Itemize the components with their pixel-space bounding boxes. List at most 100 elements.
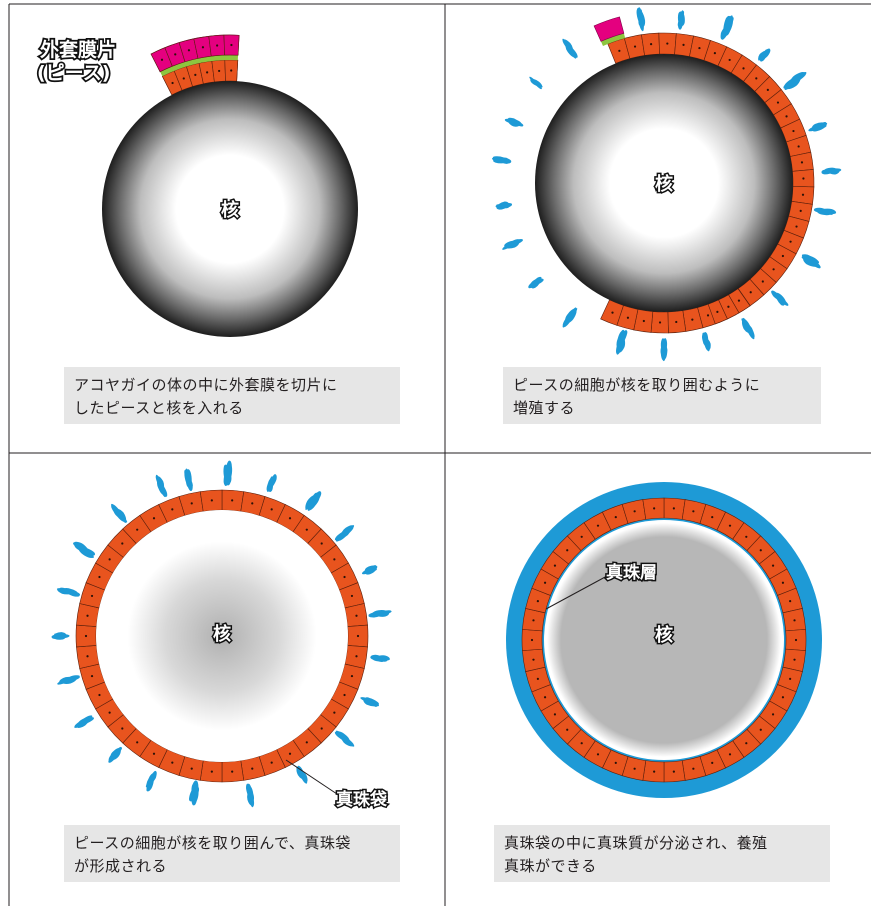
cell-nucleus-dot: [553, 713, 557, 716]
cell-nucleus-dot: [675, 320, 678, 324]
cell-nucleus-dot: [682, 43, 685, 46]
caption-panel-1: アコヤガイの体の中に外套膜を切片に したピースと核を入れる: [64, 367, 400, 424]
piece-layers: [150, 34, 240, 96]
cell-fragment: [677, 10, 685, 30]
cell-nucleus-dot: [356, 634, 360, 638]
cell-nucleus-dot: [210, 770, 213, 773]
cell-fragment: [305, 491, 322, 511]
cell-fragment: [57, 675, 80, 685]
cell-nucleus-dot: [288, 517, 292, 520]
cell-nucleus-dot: [789, 599, 792, 603]
cell-nucleus-dot: [626, 316, 630, 319]
cell-fragment: [111, 503, 128, 523]
cell-nucleus-dot: [174, 53, 177, 56]
cell-fragment: [529, 76, 543, 90]
cell-fragment: [504, 117, 524, 127]
cell-nucleus-dot: [350, 594, 354, 598]
cell-fragment: [368, 609, 392, 618]
cell-fragment: [615, 329, 628, 355]
caption-line: アコヤガイの体の中に外套膜を切片に: [74, 376, 338, 394]
cell-nucleus-dot: [210, 499, 213, 502]
cell-fragment: [51, 632, 70, 640]
cell-fragment: [502, 238, 523, 250]
cell-nucleus-dot: [745, 535, 748, 538]
panel-1: 核 外套膜片 (ピース): [35, 34, 358, 337]
cell-nucleus-dot: [596, 524, 600, 527]
panel-2: 核: [492, 7, 842, 362]
cell-nucleus-dot: [776, 101, 780, 104]
cell-nucleus-dot: [121, 542, 124, 545]
cell-fragment: [188, 780, 200, 806]
cell-nucleus-dot: [781, 254, 784, 258]
cell-fragment: [360, 697, 379, 707]
cell-nucleus-dot: [553, 564, 557, 567]
cell-nucleus-dot: [800, 161, 804, 164]
caption-line: が形成される: [74, 857, 168, 875]
cell-layer: [600, 32, 815, 334]
cell-layer: [75, 489, 369, 783]
cell-fragment: [758, 48, 771, 62]
cell-nucleus-dot: [532, 619, 535, 622]
nacre-leader: [545, 575, 608, 610]
cell-nucleus-dot: [698, 46, 701, 50]
cell-nucleus-dot: [759, 549, 762, 552]
cell-nucleus-dot: [206, 71, 209, 74]
cell-nucleus-dot: [98, 575, 101, 579]
piece-inner-band: [160, 55, 239, 77]
cell-nucleus-dot: [797, 145, 800, 148]
cell-nucleus-dot: [611, 311, 614, 314]
cell-nucleus-dot: [231, 770, 234, 773]
cell-nucleus-dot: [759, 728, 762, 731]
cell-nucleus-dot: [713, 52, 716, 55]
cell-nucleus-dot: [194, 73, 197, 77]
nucleus-label: 核: [655, 173, 673, 195]
cell-nucleus-dot: [781, 696, 785, 699]
panel-3: 核 真珠袋: [51, 460, 392, 812]
cell-nucleus-dot: [160, 58, 164, 61]
cell-nucleus-dot: [789, 677, 792, 681]
cell-nucleus-dot: [230, 43, 233, 47]
cell-nucleus-dot: [171, 508, 174, 511]
cell-fragment: [73, 541, 96, 558]
caption-line: 真珠袋の中に真珠質が分泌され、養殖: [504, 834, 768, 852]
nucleus: [102, 81, 358, 337]
cell-nucleus-dot: [333, 558, 336, 561]
cell-nucleus-dot: [251, 502, 254, 505]
cell-nucleus-dot: [216, 44, 219, 47]
cell-nucleus-dot: [580, 535, 583, 538]
cell-nucleus-dot: [771, 713, 775, 716]
cell-nucleus-dot: [171, 761, 174, 764]
cell-nucleus-dot: [653, 770, 656, 773]
cell-nucleus-dot: [793, 619, 796, 622]
cell-nucleus-dot: [98, 693, 101, 697]
cell-nucleus-dot: [771, 564, 775, 567]
pearl-sac-leader: [285, 759, 341, 797]
nucleus-label: 核: [655, 624, 673, 646]
cell-nucleus-dot: [270, 761, 273, 764]
cell-nucleus-dot: [642, 319, 645, 323]
cell-nucleus-dot: [343, 693, 346, 697]
cell-nucleus-dot: [781, 581, 785, 584]
cell-nucleus-dot: [672, 507, 675, 510]
cell-nucleus-dot: [761, 280, 764, 283]
caption-line: したピースと核を入れる: [74, 399, 244, 417]
cell-nucleus-dot: [532, 658, 535, 661]
cell-nucleus-dot: [343, 575, 346, 579]
cell-nucleus-dot: [737, 299, 741, 302]
cell-fragment: [334, 525, 355, 542]
cell-nucleus-dot: [728, 524, 732, 527]
cell-nucleus-dot: [536, 677, 539, 681]
cell-nucleus-dot: [230, 69, 233, 72]
nucleus-label: 核: [221, 199, 239, 221]
cell-nucleus-dot: [136, 741, 139, 744]
cell-fragment: [361, 565, 378, 575]
cell-nucleus-dot: [649, 42, 653, 46]
caption-line: 増殖する: [513, 399, 576, 417]
cell-nucleus-dot: [320, 542, 323, 545]
cell-nucleus-dot: [793, 658, 796, 661]
cell-fragment: [74, 715, 95, 729]
cell-layer: [521, 497, 807, 783]
cell-fragment: [370, 654, 390, 662]
cell-nucleus-dot: [633, 510, 636, 513]
cell-fragment: [636, 7, 646, 32]
